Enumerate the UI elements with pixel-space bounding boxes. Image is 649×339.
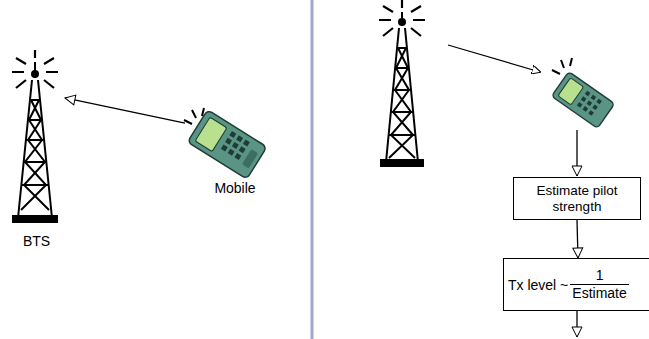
- phone-symbol: [187, 110, 267, 179]
- signal-rays: [184, 108, 204, 124]
- tower-symbol: [379, 0, 425, 166]
- divider: [311, 0, 314, 339]
- connector-arrow: [577, 220, 578, 258]
- box-text: Estimate pilot strength: [527, 183, 627, 215]
- flow-arrow: [576, 311, 577, 337]
- fraction: 1Estimate: [572, 267, 626, 302]
- denominator: Estimate: [572, 285, 626, 302]
- phone-symbol: [552, 72, 615, 129]
- node-label: BTS: [23, 233, 50, 250]
- formula-box: Tx level ~1Estimate: [503, 258, 649, 311]
- tower-symbol: [12, 50, 58, 222]
- node-label: Mobile: [214, 180, 255, 197]
- mobile-label: Mobile: [185, 115, 285, 197]
- tower-label: BTS: [8, 55, 65, 250]
- connector-arrow: [65, 98, 185, 123]
- numerator: 1: [570, 267, 628, 285]
- flow-arrow: [576, 130, 577, 176]
- process-box: Estimate pilot strength: [513, 177, 641, 220]
- signal-rays: [552, 58, 572, 74]
- signal-arrow: [448, 45, 540, 72]
- formula-text: Tx level ~: [508, 277, 568, 293]
